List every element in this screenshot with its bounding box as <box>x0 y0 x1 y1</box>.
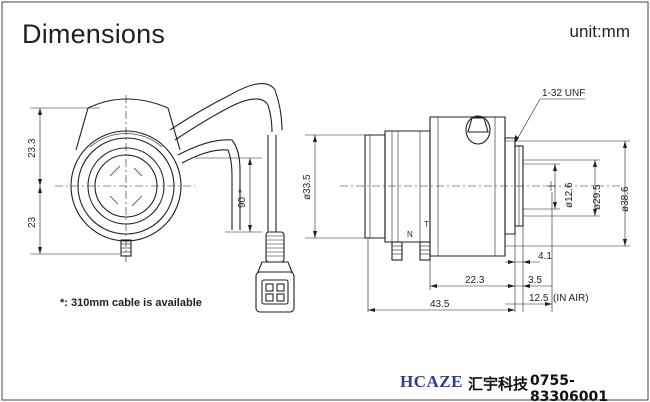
dim-22-3: 22.3 <box>465 275 485 286</box>
dim-dia-12-6: ø12.6 <box>564 182 575 208</box>
brand-phone: 0755-83306001 <box>530 373 608 402</box>
cable-upper <box>169 83 283 131</box>
thread-label: 1-32 UNF <box>542 88 585 99</box>
brand-logo: HCAZE <box>400 372 463 391</box>
dim-dia-38-6: ø38.6 <box>620 186 631 212</box>
cable-upper-inner <box>174 98 273 141</box>
front-housing-left <box>75 107 89 151</box>
side-view: N T ø33.5 1-32 UNF <box>302 88 631 312</box>
lens-glint-1 <box>109 165 121 177</box>
label-t: T <box>424 220 429 229</box>
dim-dia-29-5: ø29.5 <box>592 184 603 210</box>
connector <box>255 231 295 313</box>
cable-down-a <box>177 139 241 230</box>
footnote: *: 310mm cable is available <box>60 297 202 309</box>
front-outer-ring <box>70 130 182 242</box>
dim-12-5: 12.5 <box>529 293 549 304</box>
lens-glint-3 <box>109 195 119 205</box>
dim-90: 90 <box>237 196 248 208</box>
front-lens-glass <box>94 154 158 218</box>
dim-3-5: 3.5 <box>528 275 542 286</box>
dim-23-3: 23.3 <box>27 138 38 158</box>
front-ring-3 <box>87 147 165 225</box>
front-view: 23.3 23 90 * <box>27 83 295 313</box>
cable-down-b <box>181 149 233 230</box>
dim-43-5: 43.5 <box>430 299 450 310</box>
side-top-knob <box>465 115 491 145</box>
dim-23: 23 <box>27 216 38 228</box>
dim-90-star: * <box>237 189 248 193</box>
knob-t: T <box>419 220 431 261</box>
unit-label: unit:mm <box>569 22 630 41</box>
dim-in-air: (IN AIR) <box>553 293 589 304</box>
page-title: Dimensions <box>22 19 166 49</box>
front-ring-2 <box>77 137 175 235</box>
lens-glint-4 <box>133 167 143 177</box>
lens-glint-2 <box>131 195 143 207</box>
side-front-ring <box>364 134 386 239</box>
knob-n: N <box>391 230 413 261</box>
side-body-2 <box>429 116 506 257</box>
label-n: N <box>407 230 413 239</box>
brand-name-cn: 汇宇科技 <box>468 375 529 393</box>
front-top-arc <box>89 133 163 148</box>
dim-4-1: 4.1 <box>538 251 552 262</box>
front-housing-right <box>167 107 181 151</box>
front-top-housing <box>87 98 169 109</box>
dim-dia-33-5: ø33.5 <box>302 174 313 200</box>
